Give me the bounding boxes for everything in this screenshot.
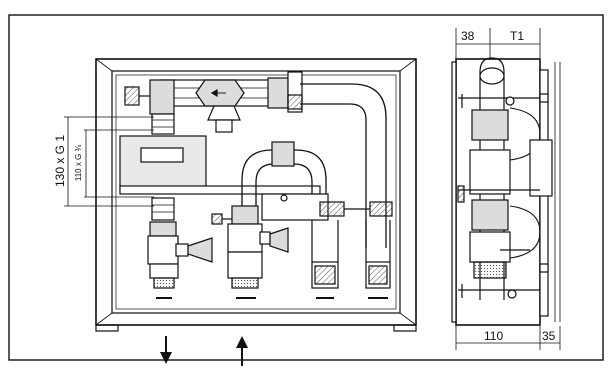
meter-top-coupling [151,113,175,135]
center-ball-valve [211,205,289,299]
height-dimensions [64,116,154,207]
side-meter-body [469,149,511,195]
side-valve-dome [509,205,541,259]
arrow-up-icon [236,336,248,366]
right-top-fitting [267,77,289,109]
side-pipe-rear [479,57,505,300]
sensor-clamp-2 [369,201,393,217]
cabinet-foot-left [95,324,119,332]
meter-bottom-coupling [151,197,175,221]
mounting-plate [115,74,397,310]
side-dim-35: 35 [542,329,556,343]
side-dim-38: 38 [461,29,475,43]
left-union [149,79,175,115]
side-meter-dome [509,107,541,161]
arrow-down-icon [160,336,172,364]
return-pipes [311,220,391,299]
cabinet-foot-right [393,324,417,332]
strainer-body [207,105,241,121]
side-dim-110: 110 [484,329,503,343]
cabinet-inner-frame [111,70,401,314]
side-door-edge [451,61,457,323]
side-valve-body [469,231,511,263]
height-label-inner: 110 x G ¾ [74,145,83,182]
heat-meter [119,135,207,193]
sheet-border [8,14,604,361]
height-label-outer: 130 x G 1 [53,135,67,187]
sensor-clamp-1 [319,201,345,217]
return-bend-outer [300,83,387,248]
left-stop-cap [124,86,140,106]
side-dimensions [455,28,561,350]
side-dim-t1: T1 [510,29,524,43]
side-coupling-bottom [471,199,509,231]
mounting-rail [119,185,321,195]
side-coupling-top [471,109,509,141]
side-elbow [479,67,505,85]
side-meter-head [529,139,553,197]
loop-bracket [261,193,329,221]
loop-clamp [271,141,295,167]
side-view [451,57,561,326]
front-view [95,58,417,332]
meter-display [140,147,184,163]
left-ball-valve [147,221,213,299]
return-bend-inner [300,103,367,248]
